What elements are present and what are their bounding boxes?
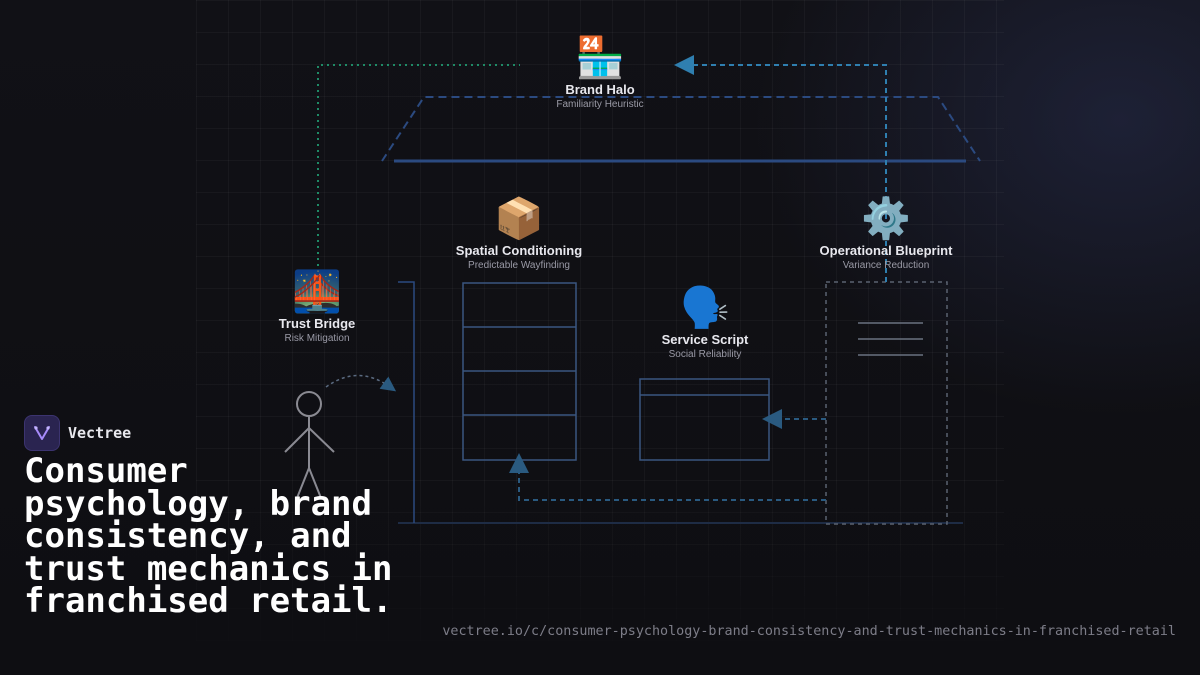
node-title: Trust Bridge: [278, 316, 356, 331]
speaking-head-icon: 🗣️: [680, 286, 730, 330]
node-subtitle: Variance Reduction: [842, 260, 930, 271]
shopper-figure: [284, 391, 335, 499]
bridge-at-night-icon: 🌉: [292, 270, 342, 314]
shopper-path-arrow: [325, 374, 397, 392]
package-icon: 📦: [494, 197, 544, 241]
node-title: Service Script: [661, 332, 749, 347]
page-url: vectree.io/c/consumer-psychology-brand-c…: [442, 624, 1176, 639]
store-roof: [381, 96, 981, 162]
service-counter: [639, 378, 770, 461]
gear-icon: ⚙️: [861, 197, 911, 241]
brand-name: Vectree: [68, 424, 132, 442]
node-subtitle: Risk Mitigation: [284, 333, 350, 344]
node-title: Operational Blueprint: [819, 243, 953, 258]
node-trust-bridge: 🌉 Trust Bridge Risk Mitigation: [217, 270, 417, 344]
node-subtitle: Predictable Wayfinding: [468, 260, 570, 271]
node-subtitle: Familiarity Heuristic: [556, 99, 644, 110]
node-operational-blueprint: ⚙️ Operational Blueprint Variance Reduct…: [786, 197, 986, 271]
store-door: [398, 281, 415, 523]
node-brand-halo: 🏪 Brand Halo Familiarity Heuristic: [500, 36, 700, 110]
node-spatial-conditioning: 📦 Spatial Conditioning Predictable Wayfi…: [419, 197, 619, 271]
node-title: Brand Halo: [565, 82, 635, 97]
brand-lockup: Vectree: [24, 415, 131, 451]
convenience-store-icon: 🏪: [575, 36, 625, 80]
shelving-unit: [462, 282, 577, 461]
blueprint-to-halo-connector: [674, 55, 887, 282]
node-title: Spatial Conditioning: [455, 243, 583, 258]
blueprint-box: [825, 281, 948, 525]
node-subtitle: Social Reliability: [668, 349, 742, 360]
node-service-script: 🗣️ Service Script Social Reliability: [605, 286, 805, 360]
background-grid: [196, 0, 1004, 675]
vectree-logo-icon: [24, 415, 60, 451]
blueprint-to-shelving-connector: [509, 453, 826, 501]
headline: Consumer psychology, brand consistency, …: [24, 451, 393, 621]
